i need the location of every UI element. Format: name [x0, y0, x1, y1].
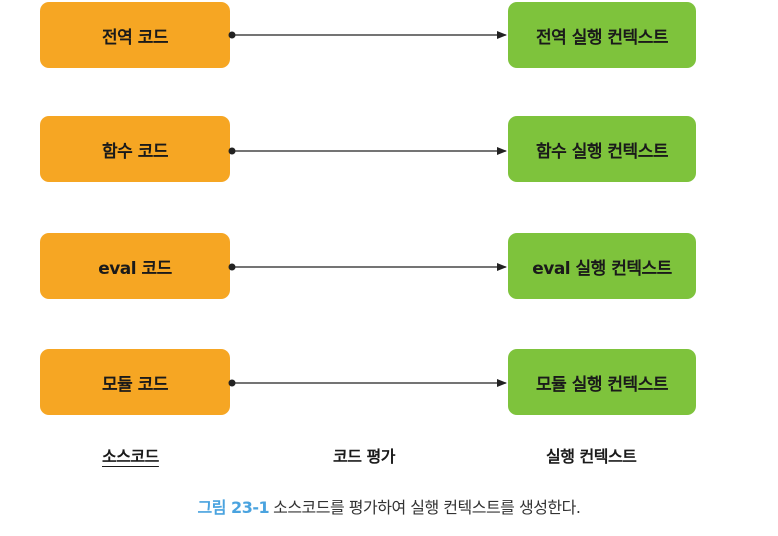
arrow-row-function: [228, 147, 507, 155]
module-code-box: 모듈 코드: [40, 349, 230, 415]
arrow-row-module: [228, 379, 507, 387]
arrow-row-eval: [228, 263, 507, 271]
execution-context-column-label: 실행 컨텍스트: [546, 447, 637, 466]
function-code-box: 함수 코드: [40, 116, 230, 182]
function-execution-context-box: 함수 실행 컨텍스트: [508, 116, 696, 182]
figure-caption-text: 소스코드를 평가하여 실행 컨텍스트를 생성한다.: [273, 498, 581, 517]
module-execution-context-box: 모듈 실행 컨텍스트: [508, 349, 696, 415]
source-code-column-label: 소스코드: [102, 447, 159, 466]
arrow-row-global: [228, 31, 507, 39]
eval-execution-context-box: eval 실행 컨텍스트: [508, 233, 696, 299]
eval-code-box: eval 코드: [40, 233, 230, 299]
figure-number: 그림 23-1: [197, 498, 270, 517]
global-code-box: 전역 코드: [40, 2, 230, 68]
global-execution-context-box: 전역 실행 컨텍스트: [508, 2, 696, 68]
code-evaluation-column-label: 코드 평가: [333, 447, 395, 466]
